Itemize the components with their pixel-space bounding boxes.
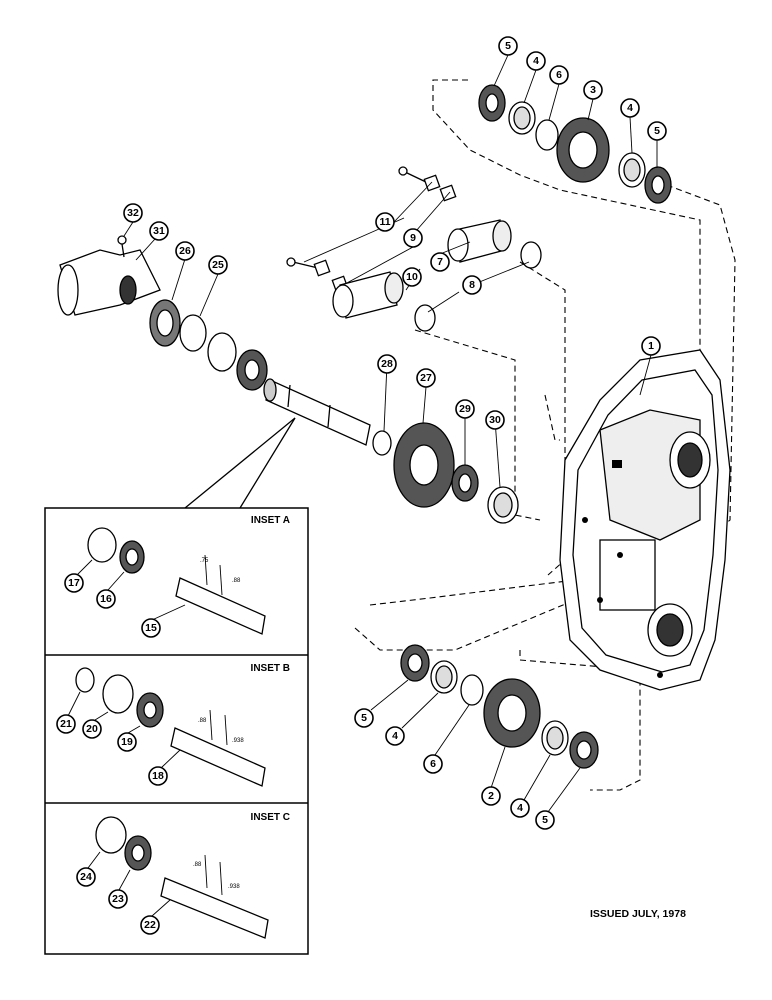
svg-text:4: 4: [627, 102, 633, 114]
callout-18: 18: [148, 766, 168, 786]
svg-text:28: 28: [381, 358, 393, 370]
assembly-guide-lines: [354, 79, 736, 791]
callout-1: 1: [641, 336, 661, 356]
callout-2: 2: [481, 786, 501, 806]
callout-4a: 4: [526, 51, 546, 71]
svg-text:22: 22: [144, 919, 156, 931]
callout-22: 22: [140, 915, 160, 935]
svg-text:1: 1: [648, 340, 654, 352]
callout-31: 31: [149, 221, 169, 241]
svg-text:16: 16: [100, 593, 112, 605]
svg-text:5: 5: [505, 40, 511, 52]
callout-3: 3: [583, 80, 603, 100]
svg-text:4: 4: [533, 55, 539, 67]
inset-b-dim-1: .88: [198, 718, 207, 724]
callout-32: 32: [123, 203, 143, 223]
svg-text:23: 23: [112, 893, 124, 905]
callout-29: 29: [455, 399, 475, 419]
svg-text:11: 11: [379, 216, 390, 228]
inset-pointer: [184, 417, 296, 509]
callout-5a: 5: [498, 36, 518, 56]
svg-text:6: 6: [556, 69, 562, 81]
svg-text:15: 15: [145, 622, 157, 634]
callout-24: 24: [76, 867, 96, 887]
svg-text:5: 5: [361, 712, 367, 724]
callout-21: 21: [56, 714, 76, 734]
svg-text:9: 9: [410, 232, 416, 244]
svg-text:29: 29: [459, 403, 471, 415]
inset-a-title: INSET A: [251, 515, 290, 526]
callout-28: 28: [377, 354, 397, 374]
svg-text:10: 10: [406, 271, 418, 283]
callout-20: 20: [82, 719, 102, 739]
output-shaft-assembly: [57, 235, 519, 524]
inset-c-title: INSET C: [251, 812, 290, 823]
svg-text:8: 8: [469, 279, 475, 291]
svg-text:32: 32: [127, 207, 139, 219]
upper-gear-assembly: [478, 84, 672, 204]
issue-date: ISSUED JULY, 1978: [590, 908, 686, 920]
callout-16: 16: [96, 589, 116, 609]
inset-a-dim-2: .88: [232, 578, 241, 584]
callout-5c: 5: [354, 708, 374, 728]
svg-text:21: 21: [60, 718, 72, 730]
svg-text:18: 18: [152, 770, 164, 782]
inset-c-dim-2: .938: [228, 884, 240, 890]
inset-b-title: INSET B: [251, 663, 290, 674]
svg-text:30: 30: [489, 414, 501, 426]
svg-text:31: 31: [153, 225, 165, 237]
svg-text:4: 4: [517, 802, 523, 814]
callout-26: 26: [175, 241, 195, 261]
callout-4d: 4: [510, 798, 530, 818]
callout-25: 25: [208, 255, 228, 275]
lower-gear-assembly: [400, 644, 599, 769]
svg-text:5: 5: [654, 125, 660, 137]
inset-c: INSET C .88 .938: [95, 812, 290, 939]
callout-4c: 4: [385, 726, 405, 746]
svg-text:7: 7: [437, 256, 443, 268]
callout-11: 11: [375, 212, 395, 232]
svg-text:20: 20: [86, 723, 98, 735]
callout-15: 15: [141, 618, 161, 638]
callout-4b: 4: [620, 98, 640, 118]
svg-text:24: 24: [80, 871, 92, 883]
svg-text:17: 17: [68, 577, 80, 589]
callout-5d: 5: [535, 810, 555, 830]
callout-8: 8: [462, 275, 482, 295]
shaft-pin-assembly: [286, 166, 542, 332]
callout-30: 30: [485, 410, 505, 430]
inset-b-dim-2: .938: [232, 738, 244, 744]
callout-7: 7: [430, 252, 450, 272]
callout-19: 19: [117, 732, 137, 752]
svg-text:5: 5: [542, 814, 548, 826]
svg-text:3: 3: [590, 84, 596, 96]
callout-27: 27: [416, 368, 436, 388]
svg-text:19: 19: [121, 736, 133, 748]
callout-17: 17: [64, 573, 84, 593]
callout-23: 23: [108, 889, 128, 909]
leader-lines: [67, 54, 658, 917]
inset-b: INSET B .88 .938: [75, 663, 290, 787]
callout-markers: 5 4 6 3 4 5 1 11 9 10 7 8 32 31 26 25 28…: [56, 36, 667, 935]
svg-text:2: 2: [488, 790, 494, 802]
svg-text:27: 27: [420, 372, 432, 384]
callout-6a: 6: [549, 65, 569, 85]
svg-text:25: 25: [212, 259, 224, 271]
inset-panel: INSET A .75 .88 INSET B .88 .938 INSET C: [44, 507, 309, 955]
svg-text:6: 6: [430, 758, 436, 770]
svg-text:26: 26: [179, 245, 191, 257]
inset-c-dim-1: .88: [193, 862, 202, 868]
callout-9: 9: [403, 228, 423, 248]
callout-5b: 5: [647, 121, 667, 141]
inset-a: INSET A .75 .88: [87, 515, 290, 635]
housing: [559, 349, 731, 691]
callout-10: 10: [402, 267, 422, 287]
callout-6b: 6: [423, 754, 443, 774]
svg-text:4: 4: [392, 730, 398, 742]
inset-a-dim-1: .75: [200, 558, 209, 564]
